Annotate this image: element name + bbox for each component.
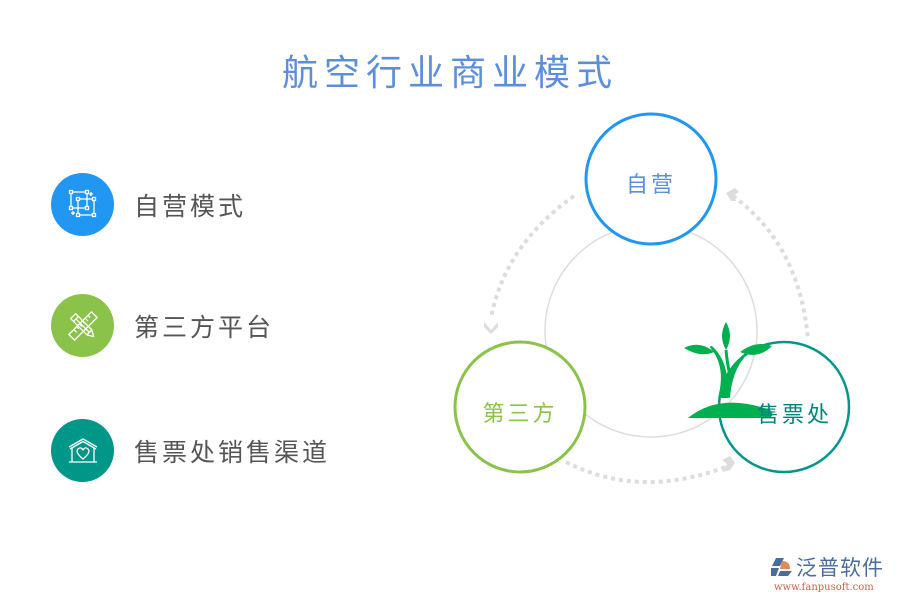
node-label-self: 自营 <box>625 173 676 198</box>
arrow-head-bottom-icon <box>722 456 735 472</box>
list-label: 自营模式 <box>134 191 247 221</box>
house-heart-icon <box>51 419 114 482</box>
list-item-ticket-office: 售票处销售渠道 <box>51 419 330 482</box>
node-label-ticket-office: 售票处 <box>757 403 833 428</box>
brand-logo: 泛普软件 www.fanpusoft.com <box>770 552 895 593</box>
node-label-third-party: 第三方 <box>482 402 558 427</box>
brand-name: 泛普软件 <box>796 556 884 580</box>
arrow-bottom <box>565 460 729 484</box>
arrow-head-left-icon <box>484 322 498 334</box>
list-item-third-party: 第三方平台 <box>51 294 274 357</box>
sprout-icon <box>684 322 773 418</box>
node-circle-third-party <box>453 340 587 474</box>
page-title: 航空行业商业模式 <box>281 53 618 94</box>
list-label: 售票处销售渠道 <box>134 437 331 467</box>
arrow-right <box>731 194 810 341</box>
brand-url: www.fanpusoft.com <box>774 582 874 593</box>
list-item-self-operated: 自营模式 <box>51 173 246 236</box>
pencil-ruler-icon <box>51 294 114 357</box>
arrow-head-right-icon <box>726 188 739 201</box>
brand-mark-icon <box>771 558 792 576</box>
cycle-arrows <box>489 194 810 484</box>
selection-squares-icon <box>51 173 114 236</box>
arrow-heads <box>484 188 739 472</box>
list-label: 第三方平台 <box>134 312 275 342</box>
arrow-left <box>489 194 576 319</box>
node-circle-self <box>584 112 718 246</box>
